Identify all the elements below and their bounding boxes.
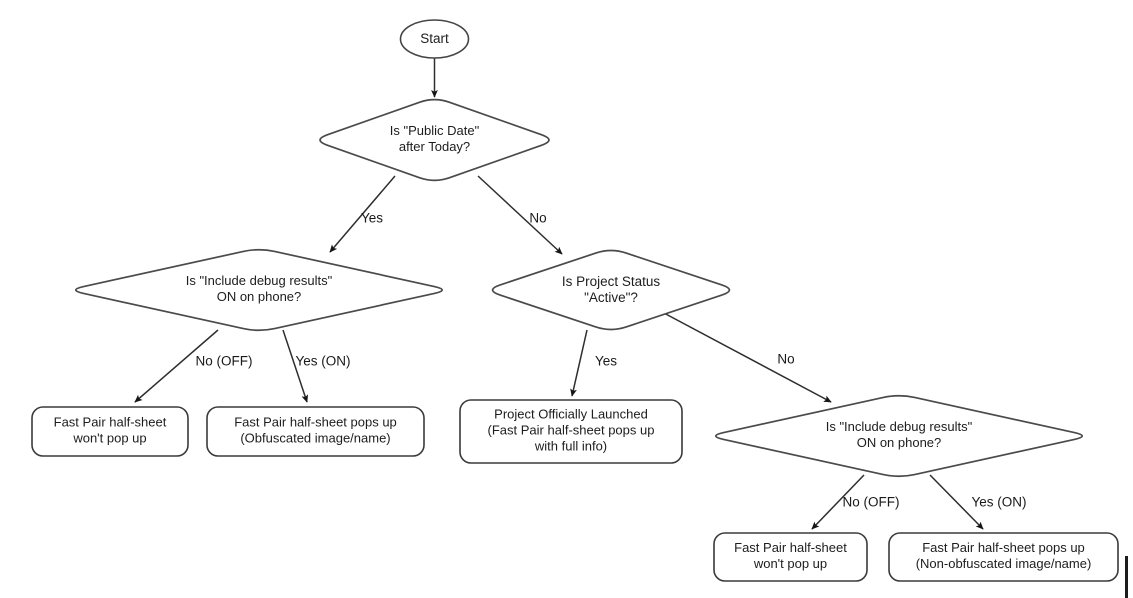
node-debug-left[interactable]: Is "Include debug results"ON on phone? xyxy=(74,248,444,332)
node-process-shape xyxy=(888,532,1119,582)
node-label: Is "Include debug results"ON on phone? xyxy=(186,273,333,304)
node-process-shape xyxy=(713,532,868,582)
edge-line xyxy=(570,329,588,397)
edge-label: Yes xyxy=(361,211,383,226)
node-obfuscated-popup[interactable]: Fast Pair half-sheet pops up(Obfuscated … xyxy=(206,406,425,457)
edge-debug-left-no-off: No (OFF) xyxy=(134,329,253,403)
edge-line xyxy=(929,474,984,530)
node-officially-launched[interactable]: Project Officially Launched(Fast Pair ha… xyxy=(459,399,683,464)
edge-project-status-no: No xyxy=(661,311,832,403)
edge-line xyxy=(282,329,309,403)
node-label: Is Project Status"Active"? xyxy=(562,274,661,305)
edge-label: Yes xyxy=(595,354,617,369)
node-decision-shape xyxy=(74,248,444,332)
node-label: Fast Pair half-sheet pops up(Non-obfusca… xyxy=(916,540,1092,571)
node-label: Project Officially Launched(Fast Pair ha… xyxy=(488,407,655,454)
node-label: Fast Pair half-sheet pops up(Obfuscated … xyxy=(234,415,397,446)
edge-project-status-yes: Yes xyxy=(570,329,617,397)
edge-label: No (OFF) xyxy=(196,354,253,369)
node-nonobfuscated-popup[interactable]: Fast Pair half-sheet pops up(Non-obfusca… xyxy=(888,532,1119,582)
nodes-layer: Start Is "Public Date"after Today? Is "Inc… xyxy=(31,19,1119,582)
node-public-date[interactable]: Is "Public Date"after Today? xyxy=(319,98,550,182)
node-label: Start xyxy=(420,31,449,46)
node-decision-shape xyxy=(714,394,1084,478)
edge-line xyxy=(134,329,219,403)
edge-debug-right-yes-on: Yes (ON) xyxy=(929,474,1027,530)
edge-public-date-no: No xyxy=(477,175,563,255)
edge-line xyxy=(477,175,563,255)
node-label: Is "Public Date"after Today? xyxy=(390,123,480,154)
edge-label: Yes (ON) xyxy=(295,354,350,369)
edge-line xyxy=(811,474,865,530)
edge-label: No xyxy=(777,352,794,367)
node-process-shape xyxy=(206,406,425,457)
edge-debug-right-no-off: No (OFF) xyxy=(811,474,900,530)
edge-label: No (OFF) xyxy=(843,495,900,510)
node-start[interactable]: Start xyxy=(399,19,470,59)
node-terminator-shape xyxy=(399,19,470,59)
page-edge-marker xyxy=(1125,556,1128,598)
edge-public-date-yes: Yes xyxy=(329,175,396,253)
edge-debug-left-yes-on: Yes (ON) xyxy=(282,329,351,403)
edge-label: No xyxy=(529,211,546,226)
node-decision-shape xyxy=(319,98,550,182)
edge-line xyxy=(329,175,396,253)
edge-label: Yes (ON) xyxy=(971,495,1026,510)
node-decision-shape xyxy=(491,249,731,331)
node-process-shape xyxy=(31,406,189,457)
node-process-shape xyxy=(459,399,683,464)
edge-line xyxy=(661,311,832,403)
node-debug-right[interactable]: Is "Include debug results"ON on phone? xyxy=(714,394,1084,478)
node-label: Is "Include debug results"ON on phone? xyxy=(826,419,973,450)
node-project-status[interactable]: Is Project Status"Active"? xyxy=(491,249,731,331)
